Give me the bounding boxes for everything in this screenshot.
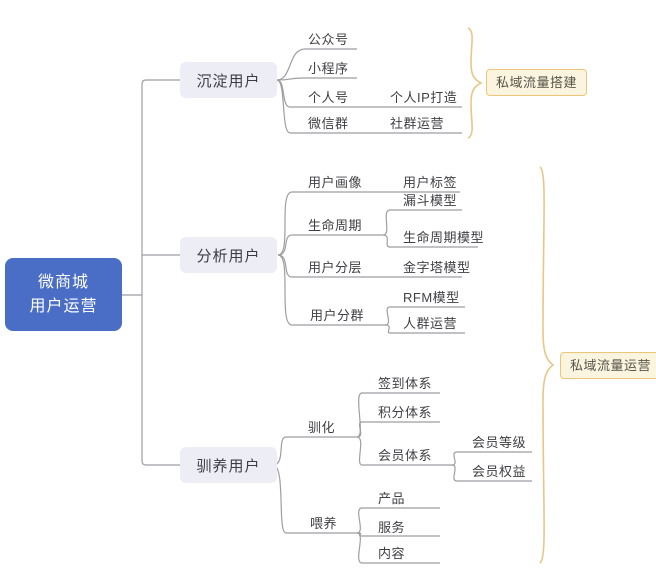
branch3-connectors: [272, 392, 532, 564]
leaf-funnel-model[interactable]: 漏斗模型: [403, 193, 458, 208]
branch2-connectors: [277, 191, 478, 334]
leaf-life-cycle-model[interactable]: 生命周期模型: [403, 230, 485, 245]
leaf-user-grouping[interactable]: 用户分群: [310, 308, 365, 323]
trunk-connectors: [122, 79, 180, 466]
leaf-points-system[interactable]: 积分体系: [378, 405, 433, 420]
leaf-product[interactable]: 产品: [378, 491, 406, 506]
root-node-label-line2: 用户运营: [29, 297, 98, 315]
leaf-member-benefits[interactable]: 会员权益: [472, 464, 527, 479]
leaf-pyramid-model[interactable]: 金字塔模型: [403, 260, 471, 275]
leaf-member-level[interactable]: 会员等级: [472, 435, 527, 450]
branch1-connectors: [276, 48, 462, 134]
callout-label: 私域流量搭建: [496, 75, 578, 90]
leaf-tame[interactable]: 驯化: [308, 420, 336, 435]
leaf-crowd-ops[interactable]: 人群运营: [403, 316, 458, 331]
branch-node-label: 驯养用户: [196, 457, 261, 475]
leaf-personal-account[interactable]: 个人号: [308, 90, 349, 105]
callout-private-traffic-ops[interactable]: 私域流量运营: [560, 352, 656, 379]
branch-node-cultivate-users[interactable]: 驯养用户: [180, 447, 277, 483]
leaf-membership-system[interactable]: 会员体系: [378, 448, 433, 463]
leaf-feed[interactable]: 喂养: [310, 516, 338, 531]
leaf-content[interactable]: 内容: [378, 546, 406, 561]
leaf-personal-ip[interactable]: 个人IP打造: [390, 90, 458, 105]
root-node-label-line1: 微商城: [37, 273, 89, 291]
branch-node-label: 分析用户: [196, 247, 261, 265]
leaf-user-layering[interactable]: 用户分层: [308, 260, 363, 275]
leaf-community-ops[interactable]: 社群运营: [390, 116, 445, 131]
leaf-service[interactable]: 服务: [378, 520, 406, 535]
branch-node-label: 沉淀用户: [196, 72, 261, 90]
leaf-life-cycle[interactable]: 生命周期: [308, 218, 363, 233]
callout-label: 私域流量运营: [570, 358, 652, 373]
leaf-user-tags[interactable]: 用户标签: [403, 175, 458, 190]
leaf-wechat-group[interactable]: 微信群: [308, 116, 349, 131]
leaf-user-portrait[interactable]: 用户画像: [308, 175, 363, 190]
callout-private-traffic-build[interactable]: 私域流量搭建: [486, 69, 588, 96]
brace-icons: [467, 27, 555, 564]
leaf-official-account[interactable]: 公众号: [308, 32, 349, 47]
branch-node-precipitate-users[interactable]: 沉淀用户: [180, 62, 277, 98]
brace-icon-bottom: [539, 166, 555, 564]
leaf-mini-program[interactable]: 小程序: [308, 61, 349, 76]
branch-node-analyze-users[interactable]: 分析用户: [180, 237, 277, 273]
root-node[interactable]: 微商城 用户运营: [5, 258, 122, 331]
leaf-rfm-model[interactable]: RFM模型: [403, 290, 460, 305]
leaf-checkin-system[interactable]: 签到体系: [378, 376, 433, 391]
brace-icon-top: [467, 27, 483, 139]
